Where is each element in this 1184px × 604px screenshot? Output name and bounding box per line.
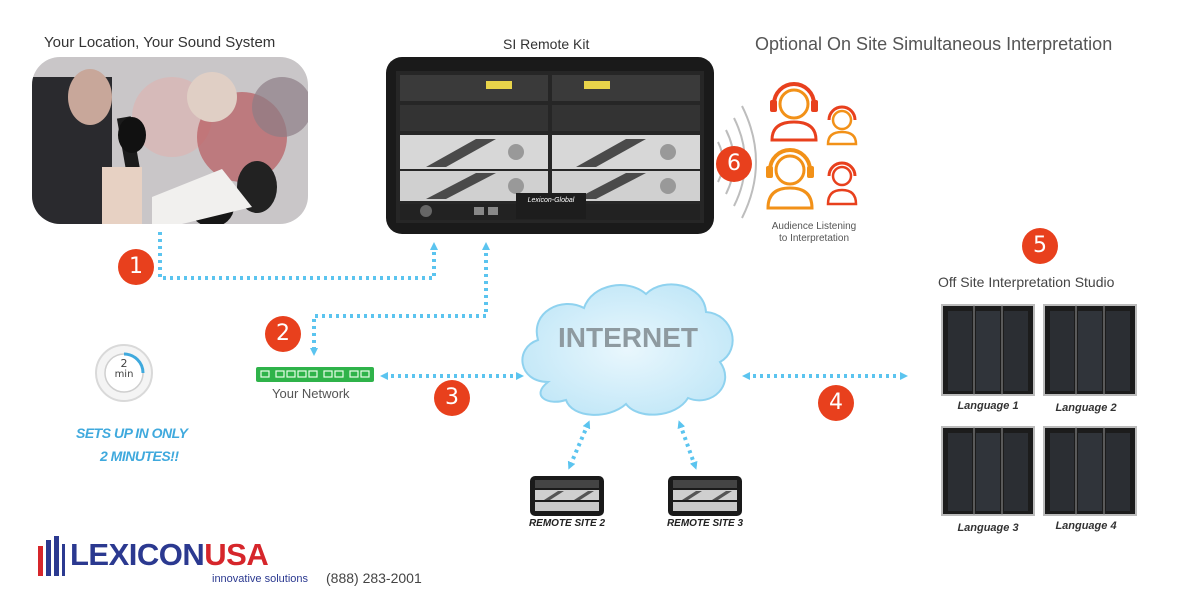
- location-title: Your Location, Your Sound System: [44, 34, 276, 51]
- timer-icon: 2 min: [94, 343, 154, 403]
- kit-title: SI Remote Kit: [503, 36, 590, 52]
- remote-site-3-kit: [668, 476, 742, 516]
- setup-line-2: 2 MINUTES!!: [100, 448, 179, 464]
- kit-brand-label: Lexicon-Global: [527, 197, 575, 204]
- arrow-internet-remote2: [567, 420, 591, 470]
- language-booth-3: [940, 425, 1036, 517]
- audience-caption: Audience Listening to Interpretation: [766, 221, 862, 245]
- arrow-internet-remote3: [677, 420, 698, 470]
- internet-label: INTERNET: [558, 322, 698, 353]
- language-booth-1: [940, 303, 1036, 397]
- lexicon-logo-mark: [36, 536, 66, 576]
- lexicon-logo-wordmark: LEXICONUSA: [70, 537, 269, 572]
- onsite-title: Optional On Site Simultaneous Interpreta…: [755, 34, 1113, 54]
- audience-headset-icons: [766, 82, 858, 210]
- language-4-label: Language 4: [1055, 520, 1117, 532]
- step-3-badge: 3: [434, 380, 470, 416]
- network-label: Your Network: [272, 386, 350, 401]
- step-1-badge: 1: [118, 249, 154, 285]
- logo-tagline: innovative solutions: [212, 573, 309, 585]
- si-remote-kit: Lexicon-Global: [386, 57, 714, 234]
- remote-site-2-kit: [530, 476, 604, 516]
- step-4-badge: 4: [818, 385, 854, 421]
- listener-headset-icon: [770, 82, 818, 142]
- speaker-photo: [32, 57, 308, 224]
- audience-caption-line2: to Interpretation: [778, 233, 850, 244]
- phone-number: (888) 283-2001: [326, 570, 422, 586]
- studio-title: Off Site Interpretation Studio: [938, 274, 1115, 290]
- arrow-location-to-kit: [158, 232, 438, 280]
- remote-site-3-label: REMOTE SITE 3: [666, 518, 744, 529]
- arrow-network-to-kit: [312, 242, 490, 350]
- listener-headset-icon: [826, 161, 858, 206]
- audience-caption-line1: Audience Listening: [771, 221, 857, 232]
- step-6-badge: 6: [716, 146, 752, 182]
- remote-site-2-label: REMOTE SITE 2: [528, 518, 606, 529]
- setup-line-1: SETS UP IN ONLY: [76, 425, 188, 441]
- internet-cloud-icon: [521, 283, 734, 416]
- language-1-label: Language 1: [957, 400, 1019, 412]
- logo-name-part1: LEXICON: [70, 537, 205, 572]
- timer-unit: min: [114, 369, 134, 380]
- timer-value: 2: [120, 357, 128, 370]
- language-2-label: Language 2: [1055, 402, 1117, 414]
- step-5-badge: 5: [1022, 228, 1058, 264]
- network-switch: [256, 367, 374, 382]
- listener-headset-icon: [826, 105, 858, 146]
- language-3-label: Language 3: [957, 522, 1019, 534]
- listener-headset-icon: [766, 148, 814, 210]
- step-2-badge: 2: [265, 316, 301, 352]
- language-booth-4: [1042, 425, 1138, 517]
- language-booth-2: [1042, 303, 1138, 397]
- logo-name-part2: USA: [204, 537, 269, 572]
